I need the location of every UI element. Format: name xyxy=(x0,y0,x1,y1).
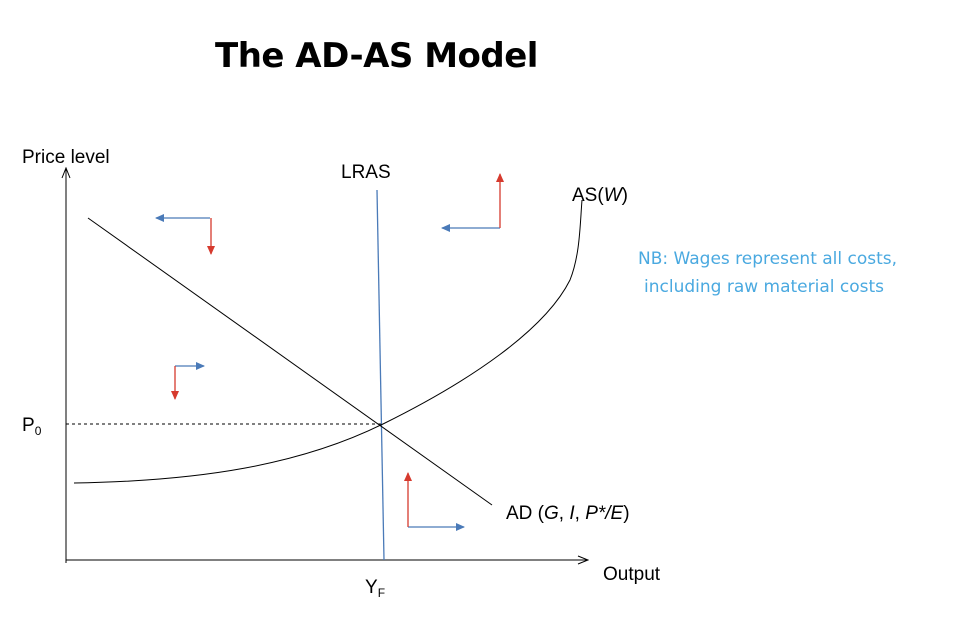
ad-label: AD (G, I, P*/E) xyxy=(506,503,630,524)
y-axis-label: Price level xyxy=(22,147,110,168)
lras-label: LRAS xyxy=(341,162,391,183)
yf-label: YF xyxy=(365,577,385,600)
cost-note: NB: Wages represent all costs, including… xyxy=(638,245,897,301)
arrows-middle-left xyxy=(171,362,205,400)
slide-title: The AD-AS Model xyxy=(215,36,538,76)
arrows-upper-left xyxy=(155,214,215,255)
as-label: AS(W) xyxy=(572,185,628,206)
as-curve xyxy=(73,199,583,484)
cost-note-line-2: including raw material costs xyxy=(644,277,885,297)
ad-curve xyxy=(87,217,493,506)
p0-label: P0 xyxy=(22,415,42,438)
cost-note-line-1: NB: Wages represent all costs, xyxy=(638,249,898,269)
x-axis-label: Output xyxy=(603,564,661,585)
arrows-upper-right xyxy=(441,173,504,232)
lras-curve xyxy=(376,189,385,561)
arrows-lower-right xyxy=(404,472,465,531)
